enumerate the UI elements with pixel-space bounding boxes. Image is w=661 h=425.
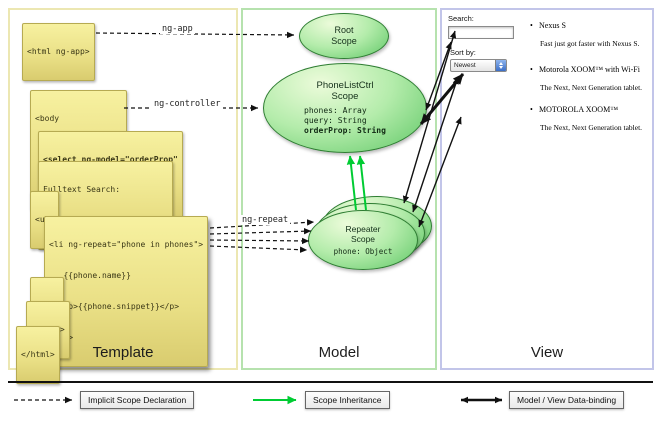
phone-name: MOTOROLA XOOM™ bbox=[539, 105, 619, 114]
prop-orderprop: orderProp: String bbox=[304, 126, 386, 136]
repeater-scope-title: Repeater bbox=[345, 223, 381, 234]
bullet-icon: • bbox=[530, 105, 533, 114]
legend-implicit-scope: Implicit Scope Declaration bbox=[80, 391, 195, 409]
code-line: <select ng-model="orderProp" bbox=[43, 154, 178, 164]
arrow-up-icon bbox=[499, 62, 503, 65]
template-column-label: Template bbox=[92, 344, 154, 361]
legend-scope-inheritance: Scope Inheritance bbox=[305, 391, 390, 409]
model-column-label: Model bbox=[318, 344, 360, 361]
ng-repeat-label: ng-repeat bbox=[240, 215, 291, 225]
sort-by-label: Sort by: bbox=[450, 48, 476, 57]
search-input[interactable] bbox=[448, 26, 514, 39]
code-html-open: <html ng-app> bbox=[22, 23, 95, 81]
phone-list-item: • Nexus S bbox=[530, 21, 566, 30]
root-scope-title: Root bbox=[334, 25, 354, 36]
sort-select-value: Newest bbox=[454, 62, 476, 69]
code-line: <body bbox=[35, 113, 60, 123]
select-stepper-icon[interactable] bbox=[495, 60, 506, 71]
code-line: </html> bbox=[21, 349, 55, 359]
phonelistctrl-scope-props: phones: Array query: String orderProp: S… bbox=[304, 106, 386, 136]
phone-list-item: • MOTOROLA XOOM™ bbox=[530, 105, 618, 114]
prop-query: query: String bbox=[304, 116, 367, 126]
code-line: <li ng-repeat="phone in phones"> bbox=[49, 239, 204, 249]
repeater-scope-title: Scope bbox=[350, 233, 376, 244]
legend-databinding: Model / View Data-binding bbox=[509, 391, 625, 409]
root-scope-ellipse: Root Scope bbox=[299, 13, 389, 59]
ng-controller-label: ng-controller bbox=[152, 99, 223, 109]
phonelistctrl-scope-ellipse: PhoneListCtrl Scope phones: Array query:… bbox=[263, 63, 427, 153]
code-line: <html ng-app> bbox=[27, 46, 90, 56]
repeater-scope-ellipse: Repeater Scope phone: Object bbox=[308, 210, 418, 270]
sort-select[interactable]: Newest bbox=[450, 59, 507, 72]
code-line: </li> bbox=[49, 333, 203, 343]
root-scope-title: Scope bbox=[331, 36, 357, 46]
phone-snippet: Fast just got faster with Nexus S. bbox=[540, 39, 640, 48]
arrow-down-icon bbox=[499, 66, 503, 69]
phonelistctrl-scope-title: Scope bbox=[331, 91, 359, 102]
ng-app-label: ng-app bbox=[160, 24, 195, 34]
code-line: {{phone.name}} bbox=[49, 270, 131, 280]
prop-phones: phones: Array bbox=[304, 106, 367, 116]
bullet-icon: • bbox=[530, 65, 533, 74]
phone-snippet: The Next, Next Generation tablet. bbox=[540, 123, 643, 132]
code-li-repeat: <li ng-repeat="phone in phones"> {{phone… bbox=[44, 216, 209, 368]
view-column-label: View bbox=[530, 344, 564, 361]
code-line: Fulltext Search: bbox=[43, 184, 121, 194]
code-line: <p>{{phone.snippet}}</p> bbox=[49, 302, 180, 312]
phone-name: Nexus S bbox=[539, 21, 566, 30]
phone-list-item: • Motorola XOOM™ with Wi-Fi bbox=[530, 65, 640, 74]
phone-name: Motorola XOOM™ with Wi-Fi bbox=[539, 65, 640, 74]
phonelistctrl-scope-title: PhoneListCtrl bbox=[316, 79, 374, 91]
phone-snippet: The Next, Next Generation tablet. bbox=[540, 83, 643, 92]
repeater-scope-props: phone: Object bbox=[333, 247, 393, 256]
code-html-close: </html> bbox=[16, 326, 60, 384]
search-label: Search: bbox=[448, 14, 474, 23]
bullet-icon: • bbox=[530, 21, 533, 30]
